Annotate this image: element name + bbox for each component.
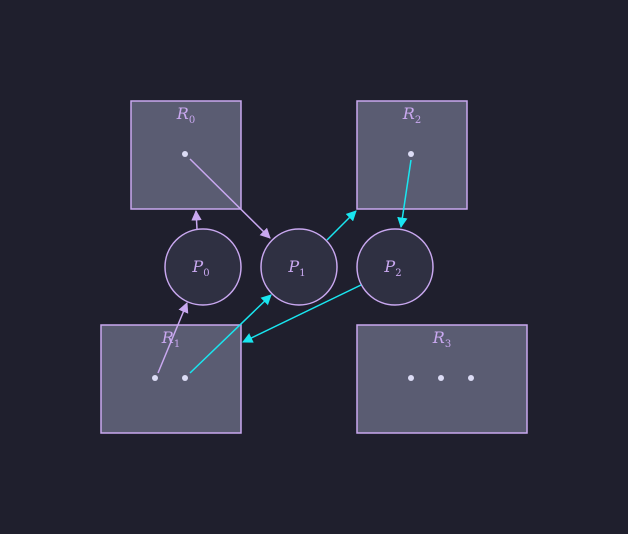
resource-r3: R3	[356, 324, 528, 434]
resource-r0-instance-dot	[182, 151, 188, 157]
resource-r2: R2	[356, 100, 468, 210]
process-p0: P0	[164, 228, 242, 306]
resource-r1-instance-dot	[152, 375, 158, 381]
process-p2-label: P2	[383, 257, 401, 279]
process-p1: P1	[260, 228, 338, 306]
resource-r3-label: R3	[432, 328, 451, 350]
resource-r3-instance-dot	[468, 375, 474, 381]
edge-p1-request-r2	[326, 210, 357, 241]
resource-r2-instance-dot	[408, 151, 414, 157]
process-p2: P2	[356, 228, 434, 306]
process-p0-label: P0	[191, 257, 209, 279]
process-p2-node	[356, 228, 434, 306]
resource-r3-instance-dot	[438, 375, 444, 381]
resource-r3-instance-dot	[408, 375, 414, 381]
resource-r2-label: R2	[402, 104, 421, 126]
edge-r0-assigned-p1	[189, 158, 271, 239]
edge-r1-assigned-p0	[157, 302, 189, 374]
resource-r1-instance-dot	[182, 375, 188, 381]
process-p1-label: P1	[287, 257, 305, 279]
resource-r0-label: R0	[176, 104, 195, 126]
edge-r2-assigned-p2	[397, 159, 412, 229]
process-p0-node	[164, 228, 242, 306]
resource-r0: R0	[130, 100, 242, 210]
edge-r1-assigned-p1	[189, 294, 272, 374]
edge-p0-request-r0	[191, 209, 202, 230]
process-p1-node	[260, 228, 338, 306]
edge-p2-request-r1	[242, 284, 362, 343]
